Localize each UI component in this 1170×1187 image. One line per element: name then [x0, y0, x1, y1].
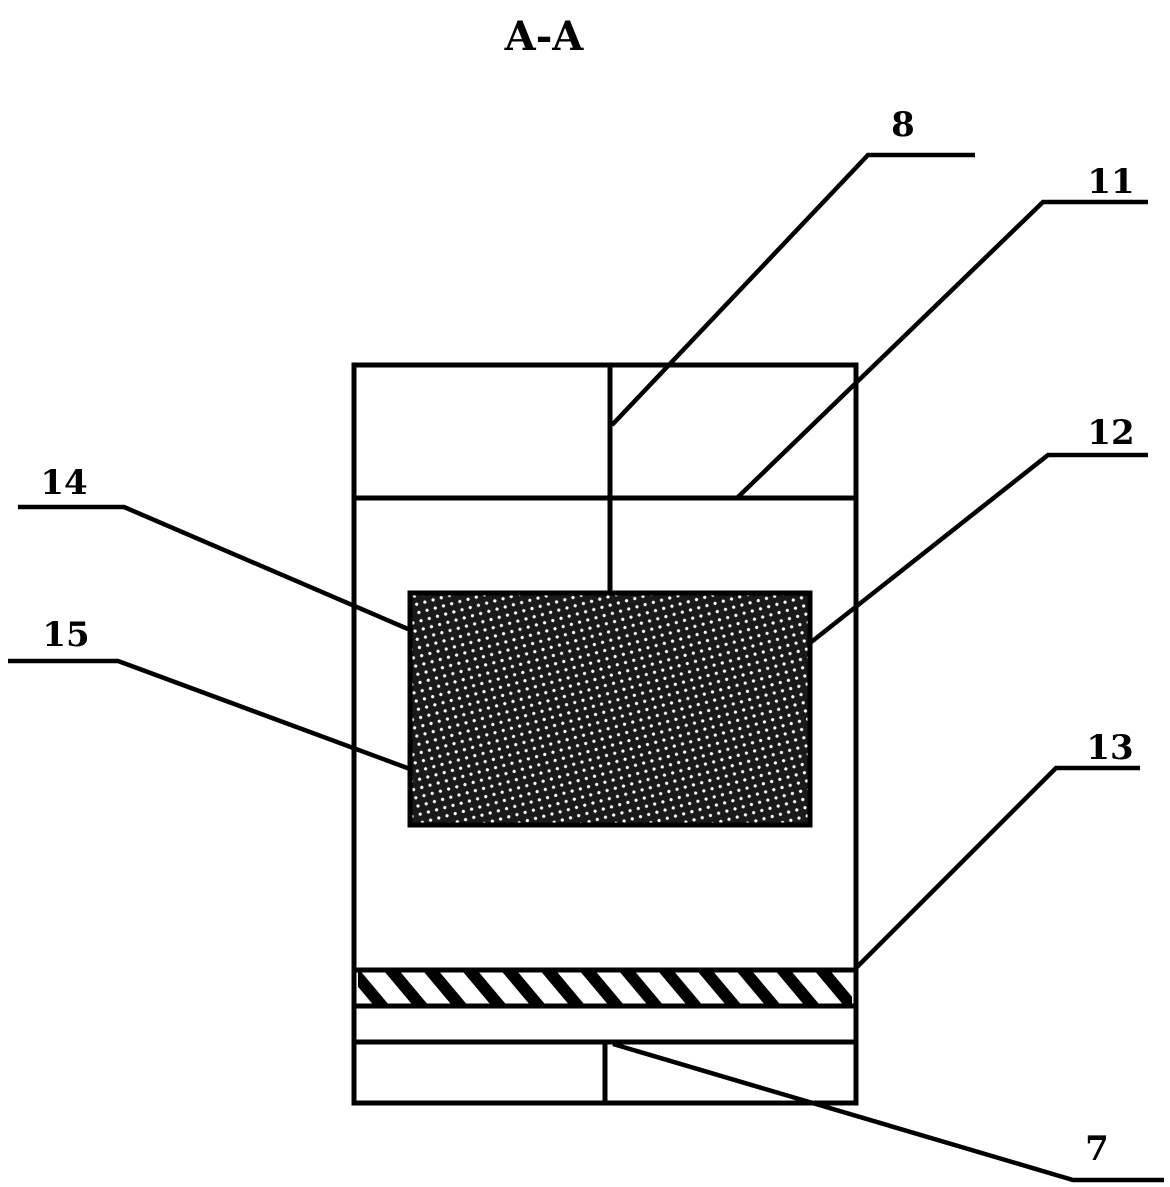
label-11: 11: [1087, 162, 1134, 202]
leader-12: [808, 452, 1148, 645]
leader-11: [735, 199, 1148, 500]
leader-7: [612, 1041, 1164, 1183]
leader-15: [8, 658, 411, 772]
section-title: A-A: [504, 13, 585, 60]
label-7: 7: [1085, 1129, 1109, 1169]
hatched-layer-13: [358, 972, 852, 1005]
label-13: 13: [1086, 728, 1133, 768]
label-12: 12: [1087, 413, 1134, 453]
label-8: 8: [891, 105, 915, 145]
leader-13: [854, 765, 1140, 970]
label-15: 15: [42, 615, 89, 655]
leader-14: [18, 504, 409, 632]
label-14: 14: [40, 463, 87, 503]
leader-8: [610, 152, 975, 427]
filter-block: [407, 590, 813, 828]
